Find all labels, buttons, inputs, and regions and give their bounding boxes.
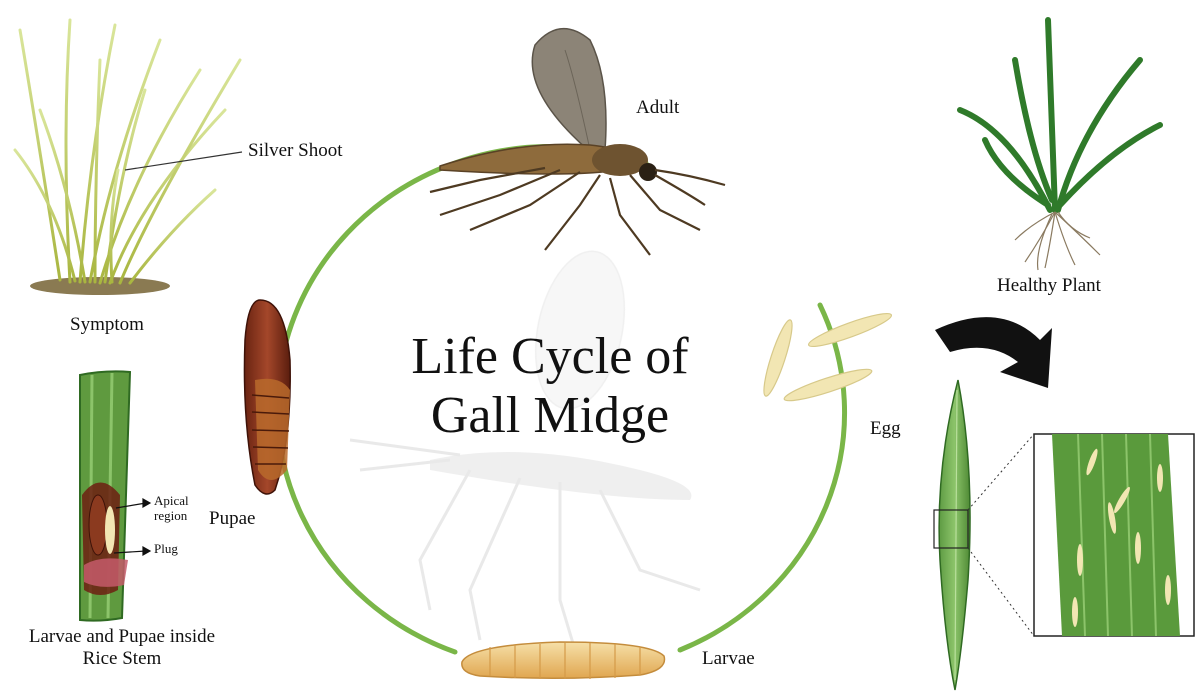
symptom-caption: Symptom (70, 314, 144, 335)
stem-callout-arrows (113, 497, 152, 557)
cycle-ring-right-arc (677, 302, 847, 653)
magnify-connector-lines (967, 433, 1035, 637)
apical-region-callout: Apical region (154, 493, 189, 524)
larvae-label: Larvae (702, 648, 755, 669)
eggs-illustration (763, 312, 893, 402)
stem-caption-line-2: Rice Stem (82, 647, 162, 669)
leaf-with-eggs-illustration (933, 379, 971, 691)
healthy-plant-illustration (957, 17, 1163, 271)
silver-shoot-pointer-line (124, 151, 243, 171)
plug-callout: Plug (154, 541, 178, 556)
stem-caption: Larvae and Pupae inside Rice Stem (4, 626, 240, 670)
curved-arrow-icon (935, 317, 1052, 388)
pupa-illustration (243, 299, 291, 495)
faded-midge-watermark (349, 250, 701, 651)
apical-region-line-2: region (154, 507, 188, 523)
title-line-1: Life Cycle of (411, 328, 689, 385)
adult-label: Adult (636, 97, 680, 118)
stem-caption-line-1: Larvae and Pupae inside (28, 626, 216, 647)
healthy-plant-caption: Healthy Plant (997, 275, 1101, 296)
rice-stem-section-illustration (79, 370, 132, 622)
apical-region-line-1: Apical (154, 493, 189, 508)
diagram-title: Life Cycle of Gall Midge (340, 328, 760, 446)
pupae-label: Pupae (209, 508, 256, 529)
silver-shoot-grass-illustration (13, 18, 242, 295)
silver-shoot-label: Silver Shoot (248, 140, 343, 161)
adult-midge-illustration (429, 27, 726, 256)
larva-illustration (461, 641, 666, 680)
title-line-2: Gall Midge (430, 386, 670, 444)
egg-label: Egg (870, 418, 901, 439)
leaf-magnified-inset (1033, 433, 1195, 637)
